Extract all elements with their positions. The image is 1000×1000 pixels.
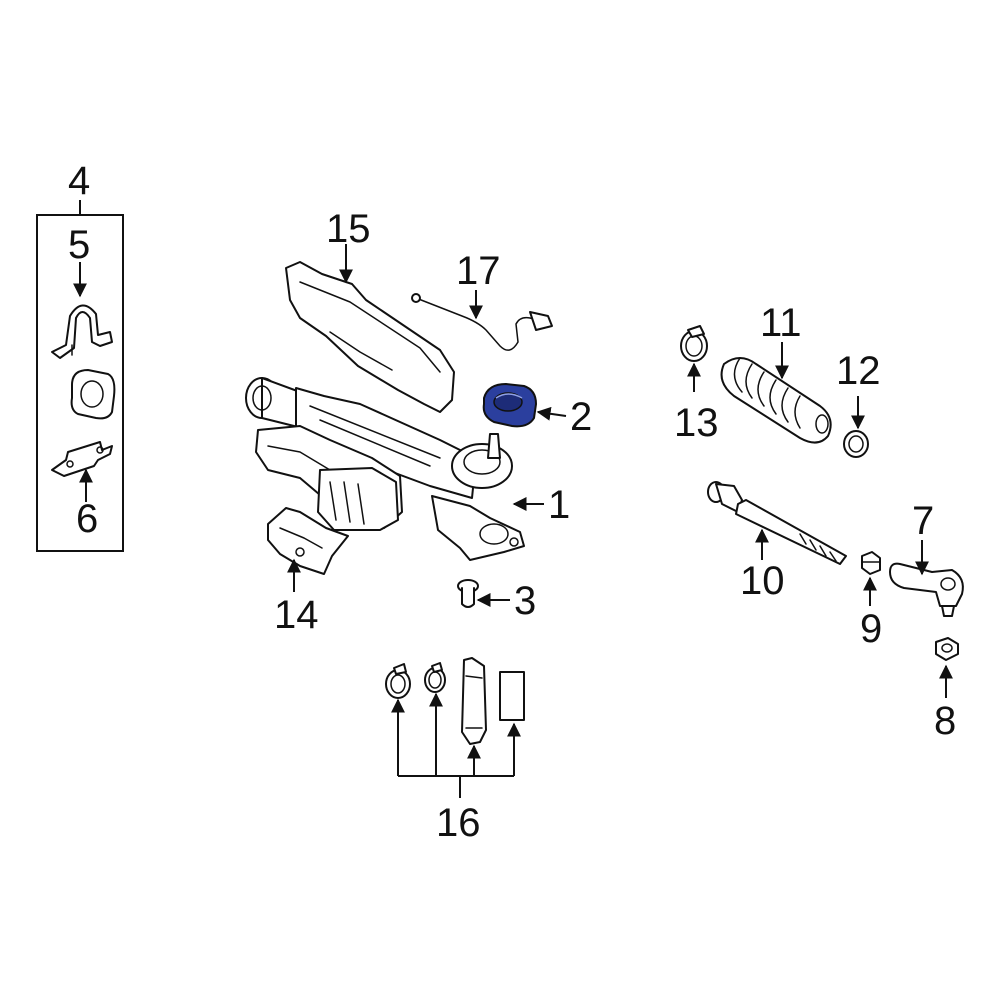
callout-5: 5	[68, 223, 90, 267]
callout-13: 13	[674, 401, 719, 445]
bushing-part[interactable]	[70, 369, 116, 420]
boot-clamp-large-part[interactable]	[385, 663, 411, 699]
wiring-harness-part[interactable]	[411, 293, 553, 351]
mounting-bracket-part[interactable]	[51, 304, 113, 359]
callout-15: 15	[326, 207, 371, 251]
callout-8: 8	[934, 699, 956, 743]
bellows-boot-part[interactable]	[720, 357, 832, 444]
callout-4: 4	[68, 159, 90, 203]
steering-rack-mount-part-2[interactable]	[482, 382, 538, 428]
grease-tube-part[interactable]	[461, 657, 487, 745]
boot-clamp-13-part[interactable]	[680, 325, 708, 362]
callout-2: 2	[570, 395, 592, 439]
callout-3: 3	[514, 579, 536, 623]
outer-tie-rod-end-part[interactable]	[889, 562, 964, 617]
boot-clamp-small-part[interactable]	[424, 662, 446, 693]
callout-10: 10	[740, 559, 785, 603]
callout-12: 12	[836, 349, 881, 393]
kit-group-4	[36, 200, 124, 552]
boot-kit-group	[385, 657, 525, 798]
callout-17: 17	[456, 249, 501, 293]
steering-rack-assembly-part[interactable]	[245, 377, 525, 561]
castle-nut-part[interactable]	[935, 637, 959, 661]
boot-clamp-12-part[interactable]	[843, 430, 869, 458]
callout-11: 11	[760, 301, 802, 345]
callout-1: 1	[548, 483, 570, 527]
clamp-part[interactable]	[51, 441, 113, 477]
callout-6: 6	[76, 497, 98, 541]
inner-tie-rod-part[interactable]	[707, 481, 847, 565]
heat-shield-part[interactable]	[285, 261, 455, 413]
jam-nut-part[interactable]	[861, 551, 881, 575]
instruction-sheet-part[interactable]	[499, 671, 525, 721]
callout-14: 14	[274, 593, 319, 637]
kit-box	[36, 214, 124, 552]
callout-16: 16	[436, 801, 481, 845]
callout-9: 9	[860, 607, 882, 651]
mounting-bolt-part[interactable]	[457, 579, 479, 608]
rack-bracket-part[interactable]	[267, 507, 349, 575]
callout-7: 7	[912, 499, 934, 543]
